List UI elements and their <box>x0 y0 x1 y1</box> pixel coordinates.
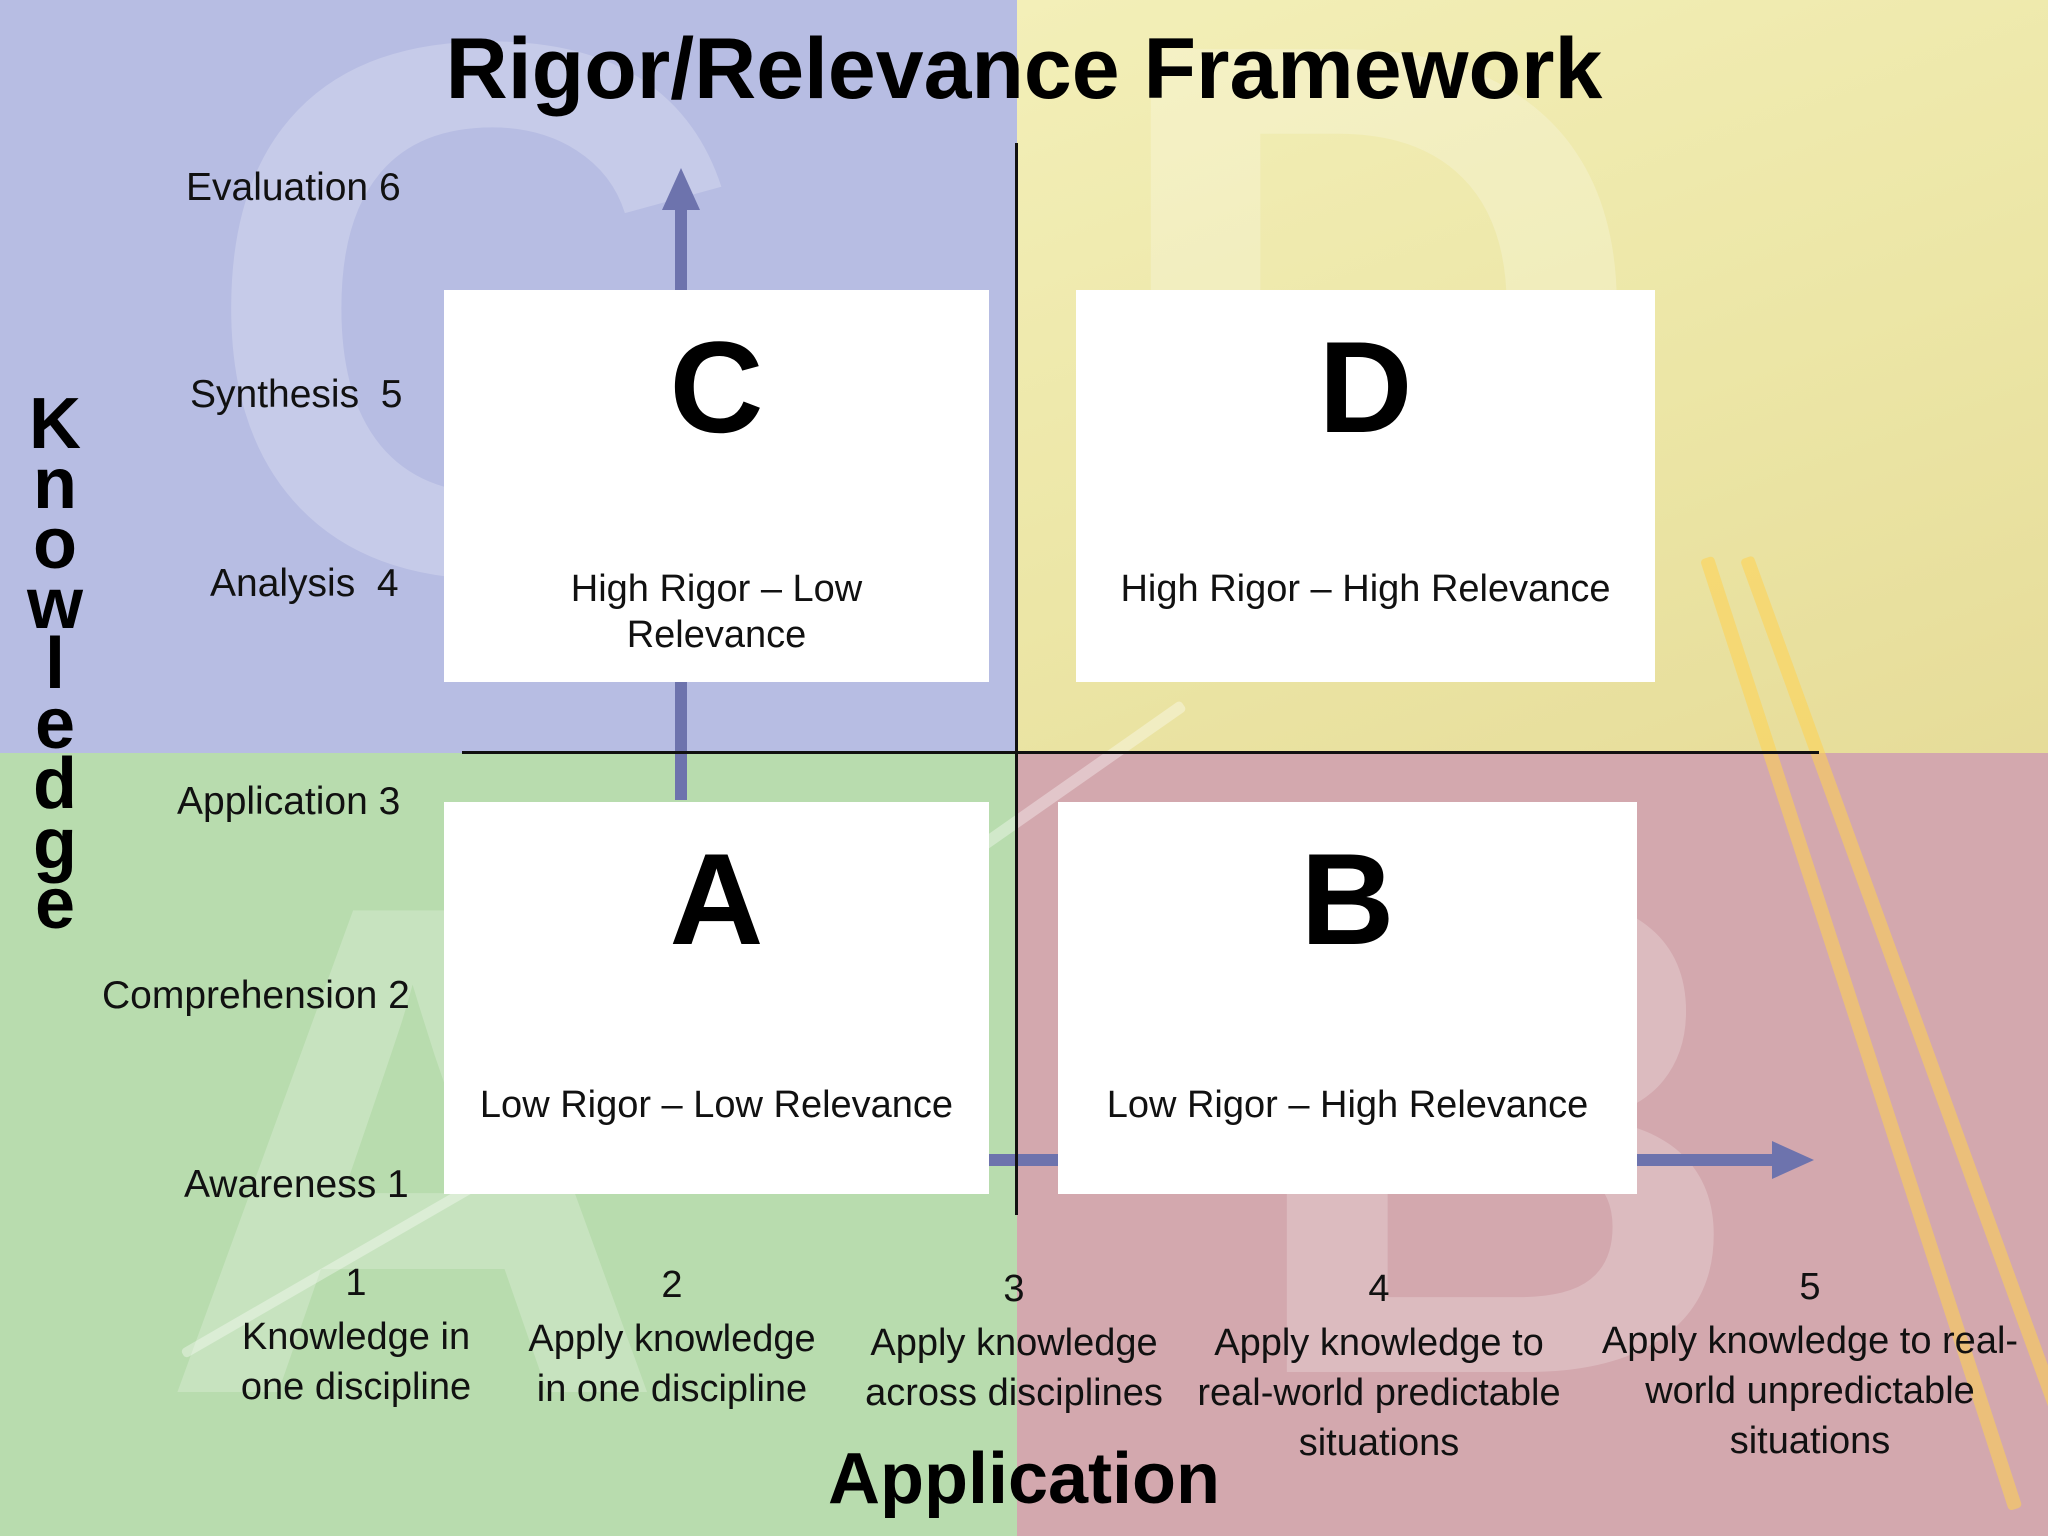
application-level-3: 3 Apply knowledge across disciplines <box>846 1264 1182 1418</box>
quadrant-a-box: A Low Rigor – Low Relevance <box>444 802 989 1194</box>
application-level-1: 1 Knowledge in one discipline <box>226 1258 486 1412</box>
knowledge-level-application: Application 3 <box>177 780 401 823</box>
application-axis-label: Application <box>828 1439 1220 1519</box>
quadrant-b-box: B Low Rigor – High Relevance <box>1058 802 1637 1194</box>
vertical-divider <box>1015 143 1018 1215</box>
application-level-2: 2 Apply knowledge in one discipline <box>512 1260 832 1414</box>
application-level-description: Apply knowledge in one discipline <box>528 1318 816 1411</box>
knowledge-axis-letter: w <box>26 564 83 644</box>
application-level-number: 1 <box>345 1262 367 1304</box>
knowledge-axis-letter: e <box>34 864 76 944</box>
application-level-number: 2 <box>661 1264 683 1306</box>
knowledge-level-analysis: Analysis 4 <box>210 562 399 605</box>
application-level-number: 3 <box>1003 1268 1025 1310</box>
quadrant-d-box: D High Rigor – High Relevance <box>1076 290 1655 682</box>
application-level-description: Knowledge in one discipline <box>240 1316 472 1409</box>
knowledge-axis-letter: e <box>34 684 76 764</box>
knowledge-level-awareness: Awareness 1 <box>184 1163 409 1206</box>
quadrant-d-label: High Rigor – High Relevance <box>1120 568 1611 610</box>
quadrant-c-letter: C <box>669 314 764 460</box>
quadrant-a-label: Low Rigor – Low Relevance <box>479 1084 954 1126</box>
application-level-description: Apply knowledge to real-world unpredicta… <box>1601 1320 2019 1463</box>
application-level-4: 4 Apply knowledge to real-world predicta… <box>1186 1264 1572 1469</box>
application-level-number: 4 <box>1368 1268 1390 1310</box>
knowledge-axis-letter: K <box>29 384 81 464</box>
knowledge-arrowhead-icon <box>662 168 700 210</box>
knowledge-level-synthesis: Synthesis 5 <box>190 373 403 416</box>
horizontal-divider <box>462 751 1819 754</box>
quadrant-b-letter: B <box>1300 826 1395 972</box>
quadrant-a-letter: A <box>669 826 764 972</box>
knowledge-axis-letter: g <box>33 804 77 884</box>
knowledge-axis-letter: n <box>33 444 77 524</box>
quadrant-d-letter: D <box>1318 314 1413 460</box>
knowledge-level-comprehension: Comprehension 2 <box>102 974 410 1017</box>
application-level-description: Apply knowledge to real-world predictabl… <box>1197 1322 1561 1465</box>
knowledge-axis-letter: d <box>33 744 77 824</box>
application-arrowhead-icon <box>1772 1141 1814 1179</box>
quadrant-b-label: Low Rigor – High Relevance <box>1106 1084 1589 1126</box>
page-title: Rigor/Relevance Framework <box>445 21 1603 117</box>
application-level-description: Apply knowledge across disciplines <box>865 1322 1163 1415</box>
application-level-number: 5 <box>1799 1266 1821 1308</box>
knowledge-level-evaluation: Evaluation 6 <box>186 166 401 209</box>
knowledge-axis-letter: l <box>44 624 65 704</box>
quadrant-c-label: High Rigor – Low Relevance <box>570 568 863 657</box>
quadrant-c-box: C High Rigor – Low Relevance <box>444 290 989 682</box>
knowledge-axis-letter: o <box>33 504 77 584</box>
application-level-5: 5 Apply knowledge to real-world unpredic… <box>1590 1262 2030 1467</box>
